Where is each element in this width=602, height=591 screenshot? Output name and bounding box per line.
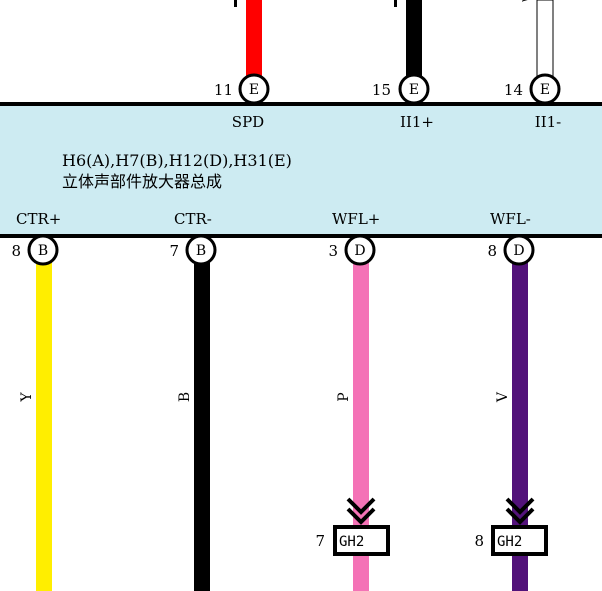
inline-arrows: [346, 497, 535, 525]
bottom-pin-number: 8: [487, 242, 497, 260]
bottom-pin-connector: D: [513, 243, 524, 259]
bottom-pins: B 8 B 7 D 3 D 8: [11, 234, 535, 266]
bottom-pin-connector: B: [196, 243, 206, 259]
double-chevron-icon: [346, 507, 376, 525]
double-chevron-icon: [505, 507, 535, 525]
component-body: [0, 104, 602, 236]
bottom-signal-labels: CTR+ CTR- WFL+ WFL-: [16, 210, 531, 228]
bottom-pin-signal: CTR+: [16, 210, 61, 228]
wire-code: Y: [19, 392, 35, 403]
top-pin-2: E 15 II1+: [372, 73, 434, 131]
top-pin-number: 11: [214, 81, 233, 99]
component-title: H6(A),H7(B),H12(D),H31(E) 立体声部件放大器总成: [62, 150, 292, 192]
bottom-pin-signal: WFL+: [332, 210, 380, 228]
bottom-pin-number: 8: [11, 242, 21, 260]
top-wire-3: [536, 0, 554, 77]
top-pin-connector: E: [409, 82, 419, 98]
top-wire-code-3: W: [522, 0, 533, 2]
bottom-pin-4: D 8: [487, 234, 535, 266]
top-wire-code-2: [394, 0, 397, 7]
top-pin-number: 14: [504, 81, 523, 99]
top-wire-code-1: [234, 0, 237, 7]
wire-codes: Y B P V: [19, 391, 511, 403]
top-pin-3: E 14 II1-: [504, 73, 561, 131]
top-wire-1: [246, 0, 262, 76]
top-wires: W: [234, 0, 554, 77]
top-pin-1: E 11 SPD: [214, 73, 270, 131]
inline-connector-name: GH2: [497, 534, 522, 550]
bottom-wire-1: [36, 262, 52, 591]
inline-connector-name: GH2: [339, 534, 364, 550]
double-chevron-icon: [505, 497, 535, 515]
top-pin-signal: II1-: [535, 113, 561, 131]
bottom-pin-signal: CTR-: [174, 210, 212, 228]
inline-connector-pin: 8: [474, 532, 484, 550]
top-pin-signal: II1+: [400, 113, 434, 131]
bottom-pin-connector: D: [354, 243, 365, 259]
bottom-pin-1: B 8: [11, 234, 59, 266]
top-pin-signal: SPD: [232, 113, 264, 131]
top-pin-connector: E: [249, 82, 259, 98]
top-pins: E 11 SPD E 15 II1+ E 14 II1-: [214, 73, 561, 131]
bottom-wires: [36, 262, 528, 591]
wire-code: P: [336, 392, 352, 401]
component-connectors: H6(A),H7(B),H12(D),H31(E): [62, 151, 292, 170]
wire-code: B: [177, 392, 193, 402]
bottom-pin-2: B 7: [169, 234, 217, 266]
bottom-pin-signal: WFL-: [490, 210, 531, 228]
component-name: 立体声部件放大器总成: [62, 172, 223, 191]
bottom-pin-connector: B: [38, 243, 48, 259]
bottom-pin-number: 3: [328, 242, 338, 260]
inline-connector-pin: 7: [315, 532, 325, 550]
bottom-wire-2: [194, 262, 210, 591]
top-pin-number: 15: [372, 81, 391, 99]
top-pin-connector: E: [540, 82, 550, 98]
top-wire-2: [406, 0, 422, 76]
bottom-pin-number: 7: [169, 242, 179, 260]
bottom-pin-3: D 3: [328, 234, 376, 266]
double-chevron-icon: [346, 497, 376, 515]
wire-code: V: [495, 391, 511, 403]
inline-connector-1: GH2 7: [315, 525, 390, 556]
inline-connectors: GH2 7 GH2 8: [315, 525, 548, 556]
inline-connector-2: GH2 8: [474, 525, 548, 556]
